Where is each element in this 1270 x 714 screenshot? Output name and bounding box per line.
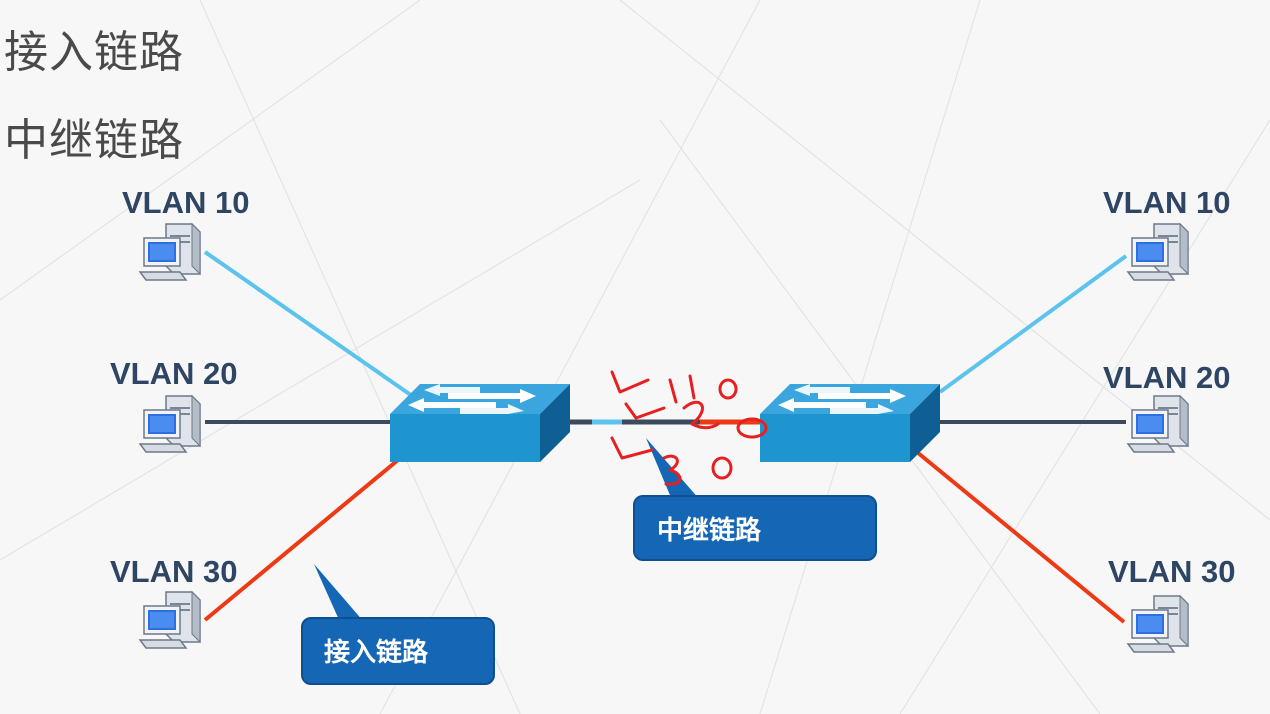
right-link-vlan30: [910, 446, 1126, 624]
vlan-label-right-10: VLAN 10: [1103, 185, 1231, 220]
right-link-vlan10: [938, 254, 1128, 394]
heading-access-link: 接入链路: [4, 27, 184, 78]
pc-left-vlan30-icon: [139, 591, 201, 649]
vlan-label-left-20: VLAN 20: [110, 356, 238, 391]
pc-right-vlan30-icon: [1127, 595, 1189, 653]
left-link-vlan30: [203, 458, 400, 622]
vlan-label-right-30: VLAN 30: [1108, 554, 1236, 589]
vlan-label-left-10: VLAN 10: [122, 185, 250, 220]
callout-access-link: [301, 564, 495, 685]
handwritten-annotation: [610, 370, 768, 486]
vlan-label-right-20: VLAN 20: [1103, 360, 1231, 395]
switch-left-icon: [390, 384, 570, 462]
heading-trunk-link: 中继链路: [4, 115, 184, 166]
callout-trunk-link-text: 中继链路: [657, 516, 762, 546]
pc-right-vlan10-icon: [1127, 223, 1189, 281]
switch-right-icon: [760, 384, 940, 462]
pc-right-vlan20-icon: [1127, 395, 1189, 453]
left-link-vlan10: [203, 250, 420, 402]
pc-left-vlan20-icon: [139, 395, 201, 453]
callout-access-link-text: 接入链路: [324, 638, 429, 668]
vlan-label-left-30: VLAN 30: [110, 554, 238, 589]
pc-left-vlan10-icon: [139, 223, 201, 281]
